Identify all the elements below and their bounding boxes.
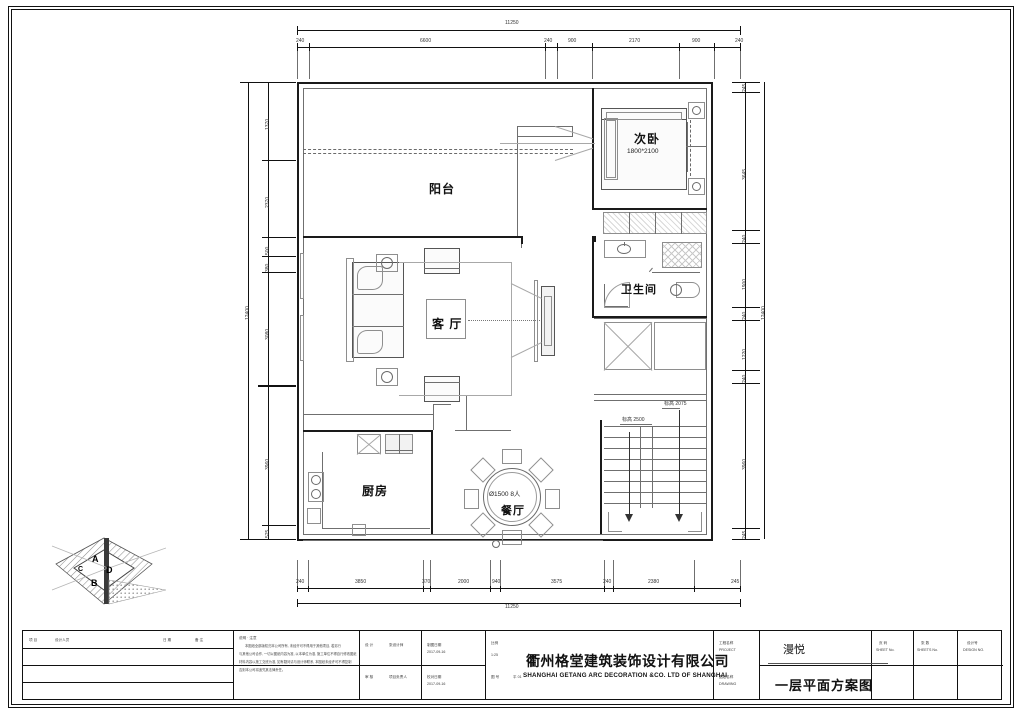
compass-letter-c: C bbox=[78, 566, 84, 573]
project-name: 漫悦 bbox=[783, 644, 805, 656]
dim-bot-1: 3850 bbox=[355, 579, 367, 585]
tb-notes-2: 材料内容以施工交底为准, 如有疑问请与设计师联系, 本图纸未经许可不得复制 bbox=[239, 660, 352, 664]
tb-mid3-value-1: 平 01 bbox=[513, 675, 522, 679]
dim-bot-6: 240 bbox=[603, 579, 612, 585]
tb-notes-3: 否则本公司将追究其法律责任。 bbox=[239, 668, 286, 672]
tb-left-h2: 设计人员 bbox=[55, 638, 70, 642]
tb-mid2-value-0: 2017-09-16 bbox=[427, 650, 446, 654]
tb-mid-label-1: 审 核 bbox=[365, 675, 374, 679]
dim-bot-5: 3575 bbox=[551, 579, 563, 585]
tb-mid-label-0: 设 计 bbox=[365, 643, 374, 647]
tb-left-h3: 日 期 bbox=[163, 638, 172, 642]
tb-notes-1: 与其他公司合作, 一切以图纸内容为准, 以本单位为准, 施工单位不得自行修改图纸 bbox=[239, 652, 357, 656]
tb-far-label-1: 张 数 bbox=[921, 641, 930, 645]
dim-bot-overall: 11250 bbox=[505, 604, 519, 610]
tb-mid-value-0: 张设计师 bbox=[389, 643, 404, 647]
stair-level-1: 标高 2075 bbox=[664, 401, 687, 407]
compass-letter-d: D bbox=[106, 565, 113, 575]
dining-table-spec: Ø1500 8人 bbox=[489, 491, 521, 498]
company-name-cn: 衢州格堂建筑装饰设计有限公司 bbox=[526, 653, 729, 669]
tb-far-sub-0: SHEET No. bbox=[876, 648, 895, 652]
tb-notes-heading: 说明 · 注意 bbox=[239, 636, 257, 640]
dim-top-5: 900 bbox=[692, 38, 701, 44]
room-label-living: 客 厅 bbox=[432, 317, 463, 331]
tb-far-label-0: 页 码 bbox=[879, 641, 888, 645]
dim-right-6: 240 bbox=[742, 374, 748, 383]
dim-right-overall: 12400 bbox=[761, 306, 767, 320]
dim-right-0: 245 bbox=[742, 83, 748, 92]
tb-field-label-drawing: 图纸名称 bbox=[719, 675, 734, 679]
compass-letter-b: B bbox=[91, 578, 98, 588]
dim-top-2: 240 bbox=[544, 38, 553, 44]
tb-sep-5 bbox=[713, 631, 714, 699]
tb-field-label-project: 工程名称 bbox=[719, 641, 734, 645]
tb-mid3-label-1: 图 号 bbox=[491, 675, 500, 679]
dim-right-1: 3645 bbox=[742, 168, 748, 180]
room-sub-bedroom2: 1800*2100 bbox=[627, 148, 659, 155]
tb-left-h4: 备 注 bbox=[195, 638, 204, 642]
tb-far-sub-2: DESIGN NO. bbox=[963, 648, 985, 652]
dim-bot-0: 240 bbox=[296, 579, 305, 585]
tb-mid2-value-1: 2017-09-16 bbox=[427, 682, 446, 686]
tb-mid-value-1: 项目负责人 bbox=[389, 675, 407, 679]
dim-right-8: 245 bbox=[742, 530, 748, 539]
dim-left-6: 525 bbox=[265, 529, 271, 538]
dim-right-3: 1900 bbox=[742, 278, 748, 290]
tb-mid2-label-0: 制图日期 bbox=[427, 643, 442, 647]
room-label-bathroom: 卫生间 bbox=[621, 284, 657, 296]
dim-top-4: 2170 bbox=[629, 38, 641, 44]
dim-top-6: 240 bbox=[735, 38, 744, 44]
room-label-balcony: 阳台 bbox=[429, 182, 456, 196]
dim-bot-2: 370 bbox=[422, 579, 431, 585]
dim-left-0: 1370 bbox=[265, 118, 271, 130]
stair-level-2: 标高 2500 bbox=[622, 417, 645, 423]
tb-field-sub-drawing: DRAWING bbox=[719, 682, 737, 686]
title-block: 项 目 设计人员 日 期 备 注 说明 · 注意 本图纸全部版权归本公司所有, … bbox=[22, 630, 1003, 700]
tb-sep-4 bbox=[485, 631, 486, 699]
dim-top-3: 900 bbox=[568, 38, 577, 44]
dim-bot-3: 2000 bbox=[458, 579, 470, 585]
dim-left-2: 500 bbox=[265, 246, 271, 255]
tb-left-h1: 项 目 bbox=[29, 638, 38, 642]
dim-left-4: 3080 bbox=[265, 328, 271, 340]
dim-right-4: 240 bbox=[742, 311, 748, 320]
tb-far-label-2: 设计号 bbox=[967, 641, 978, 645]
compass-letter-a: A bbox=[92, 554, 99, 564]
tb-mid2-label-1: 校对日期 bbox=[427, 675, 442, 679]
dim-right-5: 1220 bbox=[742, 348, 748, 360]
company-name-en: SHANGHAI GETANG ARC DECORATION &CO. LTD … bbox=[523, 672, 728, 679]
room-label-bedroom2: 次卧 bbox=[634, 132, 661, 146]
tb-far-sub-1: SHEETS No. bbox=[917, 648, 938, 652]
tb-field-sub-project: PROJECT bbox=[719, 648, 736, 652]
dim-left-overall: 12400 bbox=[245, 306, 251, 320]
dim-left-5: 3960 bbox=[265, 458, 271, 470]
dim-left-1: 2370 bbox=[265, 196, 271, 208]
tb-mid3-label-0: 比例 bbox=[491, 641, 499, 645]
dim-top-1: 6600 bbox=[420, 38, 432, 44]
sheet-border bbox=[8, 6, 1014, 708]
dim-top-0: 240 bbox=[296, 38, 305, 44]
dim-bot-7: 2380 bbox=[648, 579, 660, 585]
dim-right-2: 240 bbox=[742, 234, 748, 243]
dim-bot-4: 940 bbox=[492, 579, 501, 585]
dim-top-overall: 11250 bbox=[505, 20, 519, 26]
drawing-title: 一层平面方案图 bbox=[775, 678, 874, 693]
tb-notes-0: 本图纸全部版权归本公司所有, 未经许可不得用于其他项目, 若另行 bbox=[245, 644, 341, 648]
dim-bot-8: 245 bbox=[731, 579, 740, 585]
dim-right-7: 3960 bbox=[742, 458, 748, 470]
tb-mid3-value-0: 1:25 bbox=[491, 653, 498, 657]
room-label-dining: 餐厅 bbox=[501, 505, 525, 517]
orientation-marker: A C D B bbox=[48, 528, 167, 616]
dim-left-3: 380 bbox=[265, 263, 271, 272]
sheet-border-inner bbox=[11, 9, 1011, 705]
room-label-kitchen: 厨房 bbox=[362, 484, 389, 498]
